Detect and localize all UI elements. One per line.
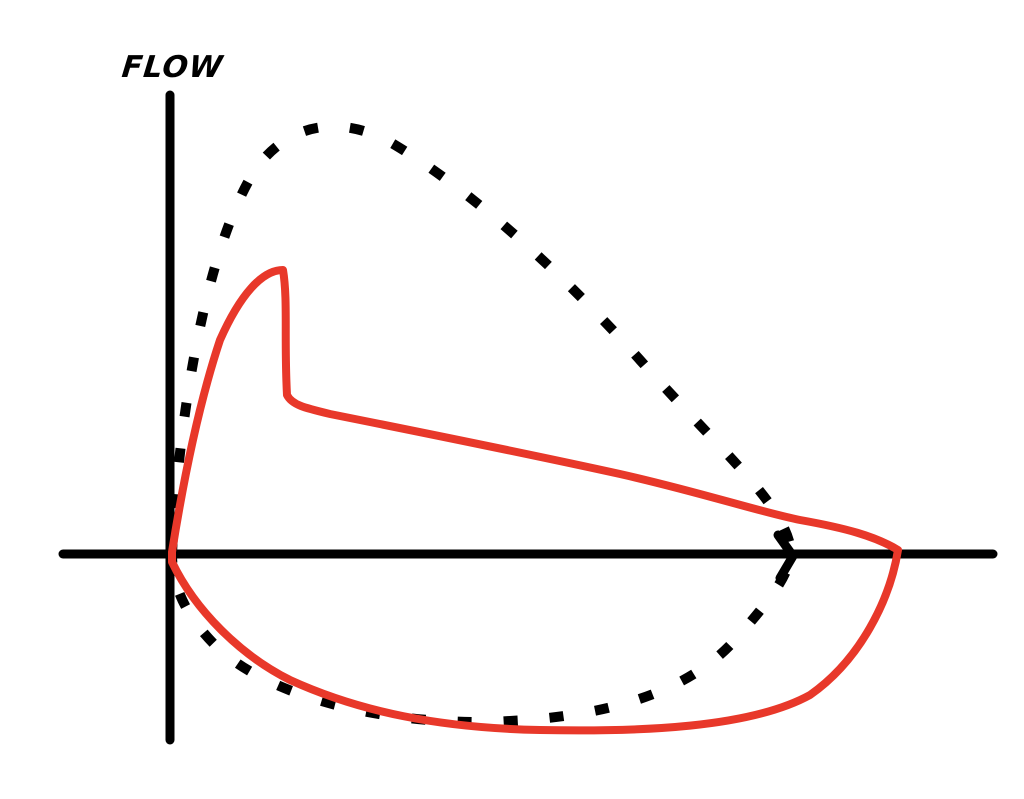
y-axis-label: FLOW: [120, 50, 225, 85]
normal-loop-arrowhead: [773, 530, 798, 583]
abnormal-loop-curve: [168, 266, 902, 735]
normal-loop-curve: [166, 121, 796, 728]
